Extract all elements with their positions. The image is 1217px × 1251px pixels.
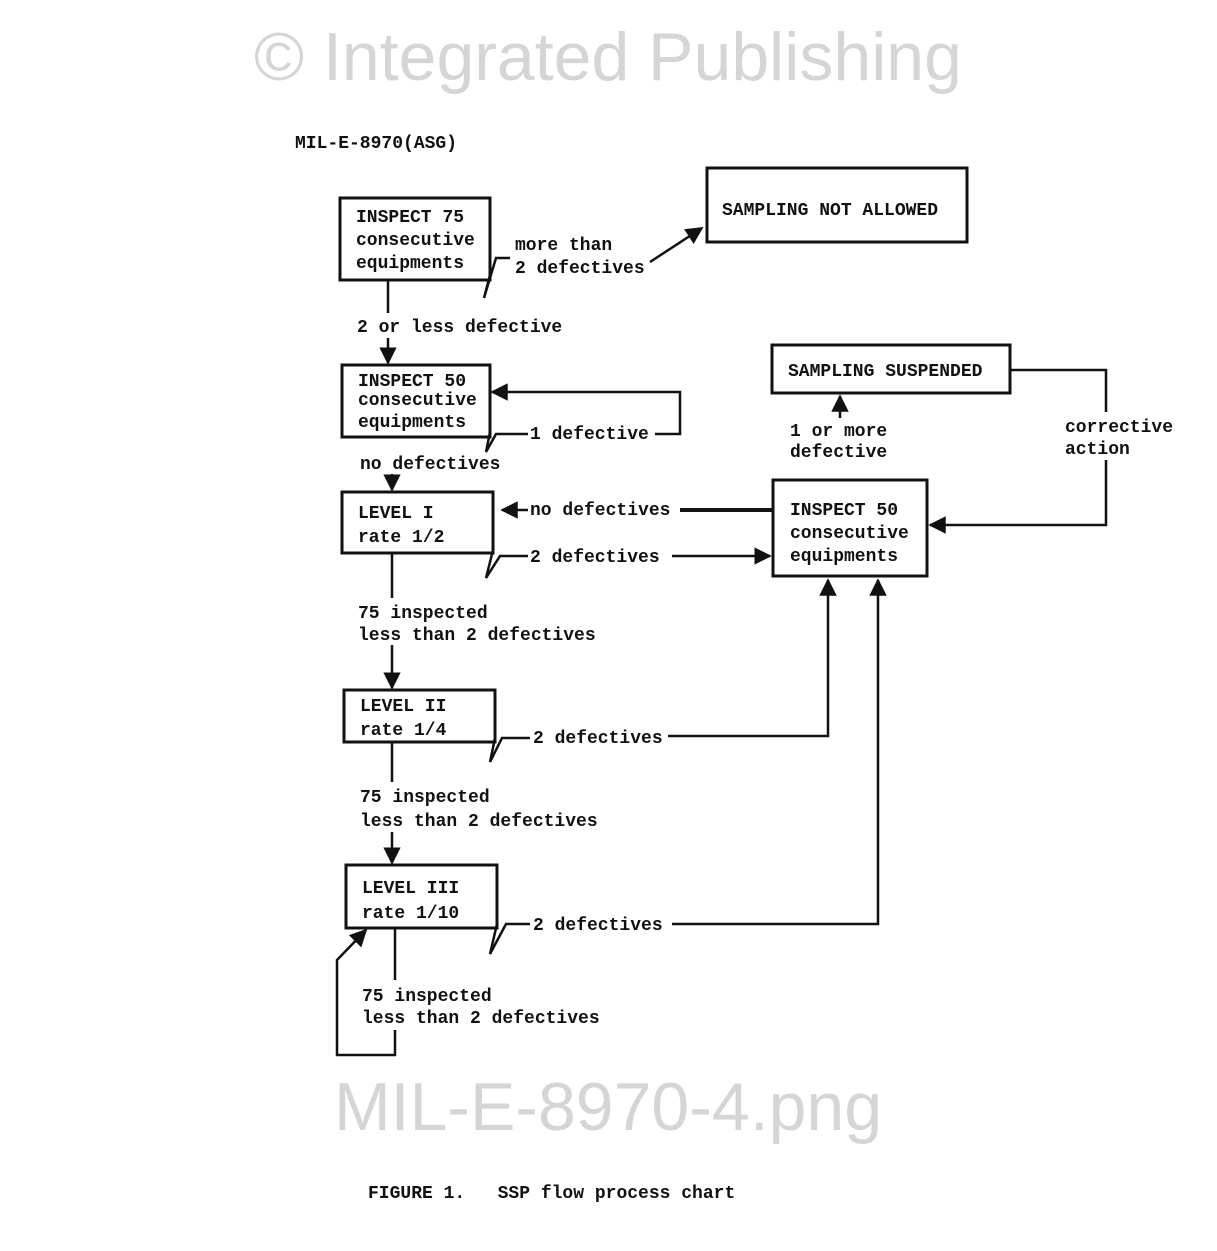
box-level-2: LEVEL II rate 1/4 — [342, 688, 497, 744]
label-level3-75-inspected: 75 inspected — [362, 987, 492, 1007]
svg-text:rate 1/2: rate 1/2 — [358, 528, 444, 548]
label-level3-2-defectives: 2 defectives — [533, 916, 663, 936]
label-level2-2-defectives: 2 defectives — [533, 729, 663, 749]
svg-text:SAMPLING SUSPENDED: SAMPLING SUSPENDED — [788, 362, 983, 382]
label-1-defective: 1 defective — [530, 425, 649, 445]
svg-text:LEVEL III: LEVEL III — [362, 879, 459, 899]
svg-text:rate 1/4: rate 1/4 — [360, 721, 447, 741]
label-level1-less-than: less than 2 defectives — [358, 626, 596, 646]
label-level1-75-inspected: 75 inspected — [358, 604, 488, 624]
svg-text:equipments: equipments — [790, 547, 898, 567]
watermark-line-1: © Integrated Publishing — [254, 19, 962, 95]
label-1-or-more: 1 or more — [790, 422, 887, 442]
box-inspect-50-top: INSPECT 50 consecutive equipments — [340, 363, 492, 439]
svg-text:equipments: equipments — [358, 413, 466, 433]
label-2-defectives: 2 defectives — [515, 259, 645, 279]
label-level2-less-than: less than 2 defectives — [360, 812, 598, 832]
svg-text:INSPECT 50: INSPECT 50 — [358, 372, 466, 392]
label-no-defectives: no defectives — [360, 455, 500, 475]
connectors — [335, 226, 1108, 1057]
label-level3-less-than: less than 2 defectives — [362, 1009, 600, 1029]
document-header: MIL-E-8970(ASG) — [295, 134, 457, 154]
figure-caption: FIGURE 1. SSP flow process chart — [368, 1184, 735, 1204]
label-level2-75-inspected: 75 inspected — [360, 788, 490, 808]
svg-text:rate 1/10: rate 1/10 — [362, 904, 459, 924]
svg-text:equipments: equipments — [356, 254, 464, 274]
svg-text:consecutive: consecutive — [358, 391, 477, 411]
svg-text:LEVEL II: LEVEL II — [360, 697, 446, 717]
label-no-defectives-return: no defectives — [530, 501, 670, 521]
box-sampling-not-allowed: SAMPLING NOT ALLOWED — [705, 166, 969, 244]
svg-text:consecutive: consecutive — [790, 524, 909, 544]
svg-text:consecutive: consecutive — [356, 231, 475, 251]
svg-text:INSPECT 75: INSPECT 75 — [356, 208, 464, 228]
svg-text:SAMPLING NOT ALLOWED: SAMPLING NOT ALLOWED — [722, 201, 938, 221]
label-action: action — [1065, 440, 1130, 460]
label-corrective: corrective — [1065, 418, 1173, 438]
box-sampling-suspended: SAMPLING SUSPENDED — [770, 343, 1012, 395]
label-more-than: more than — [515, 236, 612, 256]
label-level1-2-defectives: 2 defectives — [530, 548, 660, 568]
box-inspect-75: INSPECT 75 consecutive equipments — [338, 196, 492, 282]
label-2-or-less-defective: 2 or less defective — [357, 318, 562, 338]
svg-text:LEVEL I: LEVEL I — [358, 504, 434, 524]
label-defective: defective — [790, 443, 887, 463]
watermark-line-2: MIL-E-8970-4.png — [334, 1069, 882, 1145]
box-level-3: LEVEL III rate 1/10 — [344, 863, 499, 930]
box-level-1: LEVEL I rate 1/2 — [340, 490, 495, 555]
svg-text:INSPECT 50: INSPECT 50 — [790, 501, 898, 521]
box-inspect-50-right: INSPECT 50 consecutive equipments — [771, 478, 929, 578]
